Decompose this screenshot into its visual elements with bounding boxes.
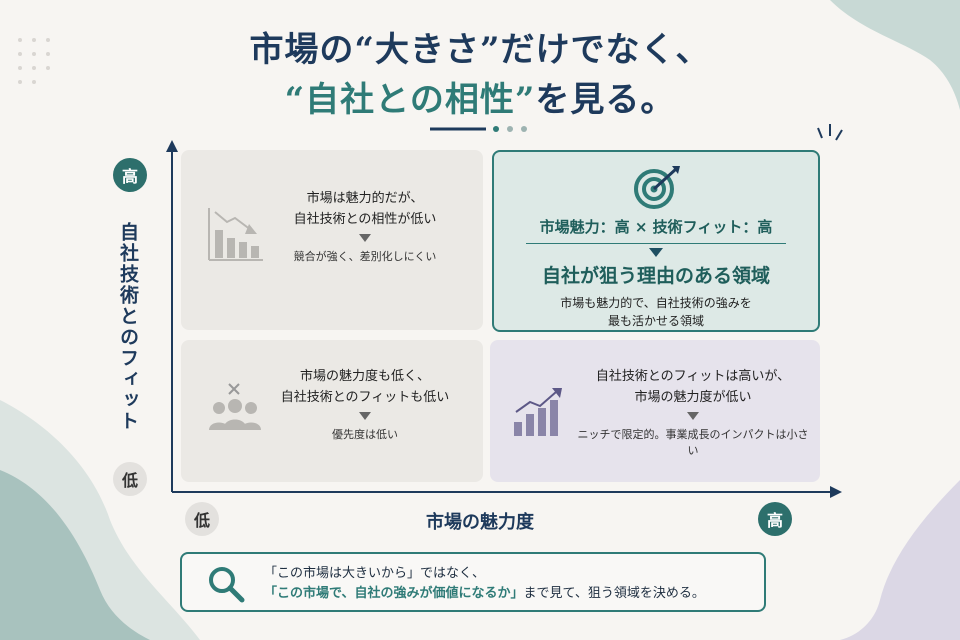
callout-line-1: 「この市場は大きいから」ではなく、 xyxy=(264,566,486,581)
bottom-left-line-1: 市場の魅力度も低く、 xyxy=(299,369,430,384)
y-axis-low-marker: 低 xyxy=(113,462,147,496)
growth-chart-icon xyxy=(514,388,562,436)
title-divider xyxy=(430,126,527,132)
top-right-main: 自社が狙う理由のある領域 xyxy=(541,265,770,287)
down-arrow-icon xyxy=(687,412,699,420)
bottom-left-sub: 優先度は低い xyxy=(332,428,398,441)
x-axis-label: 市場の魅力度 xyxy=(426,512,534,533)
summary-callout: 「この市場は大きいから」ではなく、 「この市場で、自社の強みが価値になるか」まで… xyxy=(180,552,766,612)
top-right-header: 市場魅力：高 × 技術フィット：高 xyxy=(539,218,773,236)
quadrant-bottom-left: 市場の魅力度も低く、 自社技術とのフィットも低い 優先度は低い xyxy=(181,340,483,482)
bottom-right-line-1: 自社技術とのフィットは高いが、 xyxy=(595,369,791,384)
quadrant-top-right-highlight: 市場魅力：高 × 技術フィット：高 自社が狙う理由のある領域 市場も魅力的で、自… xyxy=(492,150,820,332)
group-cross-icon xyxy=(209,383,261,430)
headline-line-1: 市場の“大きさ”だけでなく、 xyxy=(249,30,711,70)
x-axis-low-marker: 低 xyxy=(185,502,219,536)
top-left-sub: 競合が強く、差別化しにくい xyxy=(293,250,437,263)
headline-rest: を見る。 xyxy=(535,80,676,120)
down-arrow-icon xyxy=(649,248,663,257)
headline-line-2: “自社との相性”を見る。 xyxy=(0,72,960,121)
callout-rest: まで見て、狙う領域を決める。 xyxy=(523,586,705,601)
bottom-right-sub: ニッチで限定的。事業成長のインパクトは小さい xyxy=(577,428,809,457)
headline-accent: “自社との相性” xyxy=(284,80,536,120)
callout-line-2: 「この市場で、自社の強みが価値になるか」まで見て、狙う領域を決める。 xyxy=(264,584,705,604)
top-right-rule xyxy=(526,243,786,244)
y-axis-high-marker: 高 xyxy=(113,158,147,192)
x-axis-high-marker: 高 xyxy=(758,502,792,536)
quadrant-top-left: 市場は魅力的だが、 自社技術との相性が低い 競合が強く、差別化しにくい xyxy=(181,150,483,330)
y-axis-label: 自社技術とのフィット xyxy=(117,222,139,432)
magnifier-icon xyxy=(209,567,245,603)
top-left-line-2: 自社技術との相性が低い xyxy=(293,212,437,227)
callout-highlight: 「この市場で、自社の強みが価値になるか」 xyxy=(264,586,524,601)
target-icon xyxy=(634,166,680,209)
bottom-right-line-2: 市場の魅力度が低い xyxy=(634,390,752,405)
bottom-left-line-2: 自社技術とのフィットも低い xyxy=(280,390,450,405)
top-right-sub-1: 市場も魅力的で、自社技術の強みを xyxy=(560,296,752,310)
quadrant-bottom-right: 自社技術とのフィットは高いが、 市場の魅力度が低い ニッチで限定的。事業成長のイ… xyxy=(490,340,820,482)
down-arrow-icon xyxy=(359,234,371,242)
declining-bar-chart-icon xyxy=(208,208,263,261)
top-right-sub-2: 最も活かせる領域 xyxy=(607,314,704,328)
down-arrow-icon xyxy=(359,412,371,420)
top-left-line-1: 市場は魅力的だが、 xyxy=(306,191,424,206)
